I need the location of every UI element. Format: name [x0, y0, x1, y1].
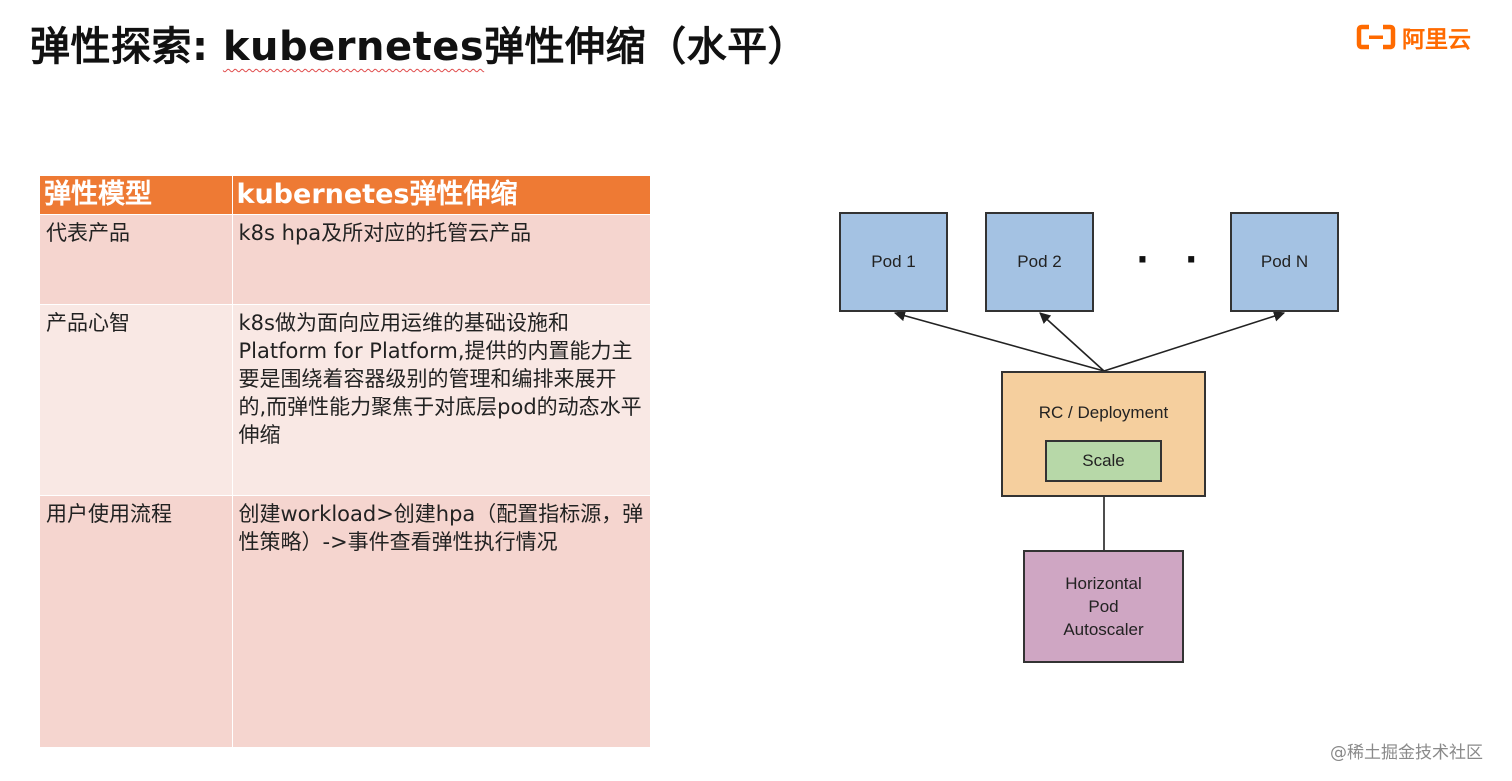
- aliyun-logo-icon: [1356, 24, 1396, 50]
- row-value: 创建workload>创建hpa（配置指标源，弹性策略）->事件查看弹性执行情况: [232, 495, 651, 748]
- table-header-row: 弹性模型 kubernetes弹性伸缩: [40, 176, 651, 215]
- hpa-line-3: Autoscaler: [1063, 620, 1144, 639]
- row-label: 产品心智: [40, 304, 233, 497]
- row-label: 代表产品: [40, 214, 233, 305]
- hpa-box: Horizontal Pod Autoscaler: [1023, 550, 1184, 663]
- hpa-line-1: Horizontal: [1065, 574, 1142, 593]
- row-value: k8s hpa及所对应的托管云产品: [232, 214, 651, 305]
- comparison-table: 弹性模型 kubernetes弹性伸缩 代表产品 k8s hpa及所对应的托管云…: [40, 176, 651, 748]
- pod-1-label: Pod 1: [871, 252, 916, 271]
- arrow-to-pod-n: [1103, 310, 1286, 372]
- table-header-k8s: kubernetes弹性伸缩: [232, 176, 651, 215]
- title-suffix: 弹性伸缩（水平）: [484, 24, 809, 70]
- arrow-to-pod-2: [1039, 312, 1105, 372]
- hpa-line-2: Pod: [1088, 597, 1119, 616]
- title-highlight: kubernetes: [222, 24, 485, 70]
- rc-deployment-label: RC / Deployment: [1038, 403, 1169, 422]
- scale-box: Scale: [1045, 440, 1162, 482]
- title-prefix: 弹性探索:: [30, 24, 223, 70]
- pod-2-label: Pod 2: [1017, 252, 1062, 271]
- aliyun-logo-text: 阿里云: [1402, 27, 1471, 53]
- scale-label: Scale: [1082, 451, 1125, 470]
- table-row: 产品心智 k8s做为面向应用运维的基础设施和Platform for Platf…: [40, 304, 651, 497]
- aliyun-logo: 阿里云: [1356, 22, 1471, 53]
- pod-1-box: Pod 1: [839, 212, 948, 312]
- table-row: 代表产品 k8s hpa及所对应的托管云产品: [40, 214, 651, 305]
- pod-n-box: Pod N: [1230, 212, 1339, 312]
- watermark: @稀土掘金技术社区: [1330, 743, 1483, 763]
- table-header-model: 弹性模型: [40, 176, 233, 215]
- slide-title: 弹性探索: kubernetes弹性伸缩（水平）: [30, 14, 808, 72]
- table-row: 用户使用流程 创建workload>创建hpa（配置指标源，弹性策略）->事件查…: [40, 495, 651, 748]
- pod-n-label: Pod N: [1260, 252, 1309, 271]
- row-label: 用户使用流程: [40, 495, 233, 748]
- pod-2-box: Pod 2: [985, 212, 1094, 312]
- arrow-to-pod-1: [893, 310, 1105, 372]
- row-value: k8s做为面向应用运维的基础设施和Platform for Platform,提…: [232, 304, 651, 497]
- pods-ellipsis: · · ·: [1136, 240, 1259, 280]
